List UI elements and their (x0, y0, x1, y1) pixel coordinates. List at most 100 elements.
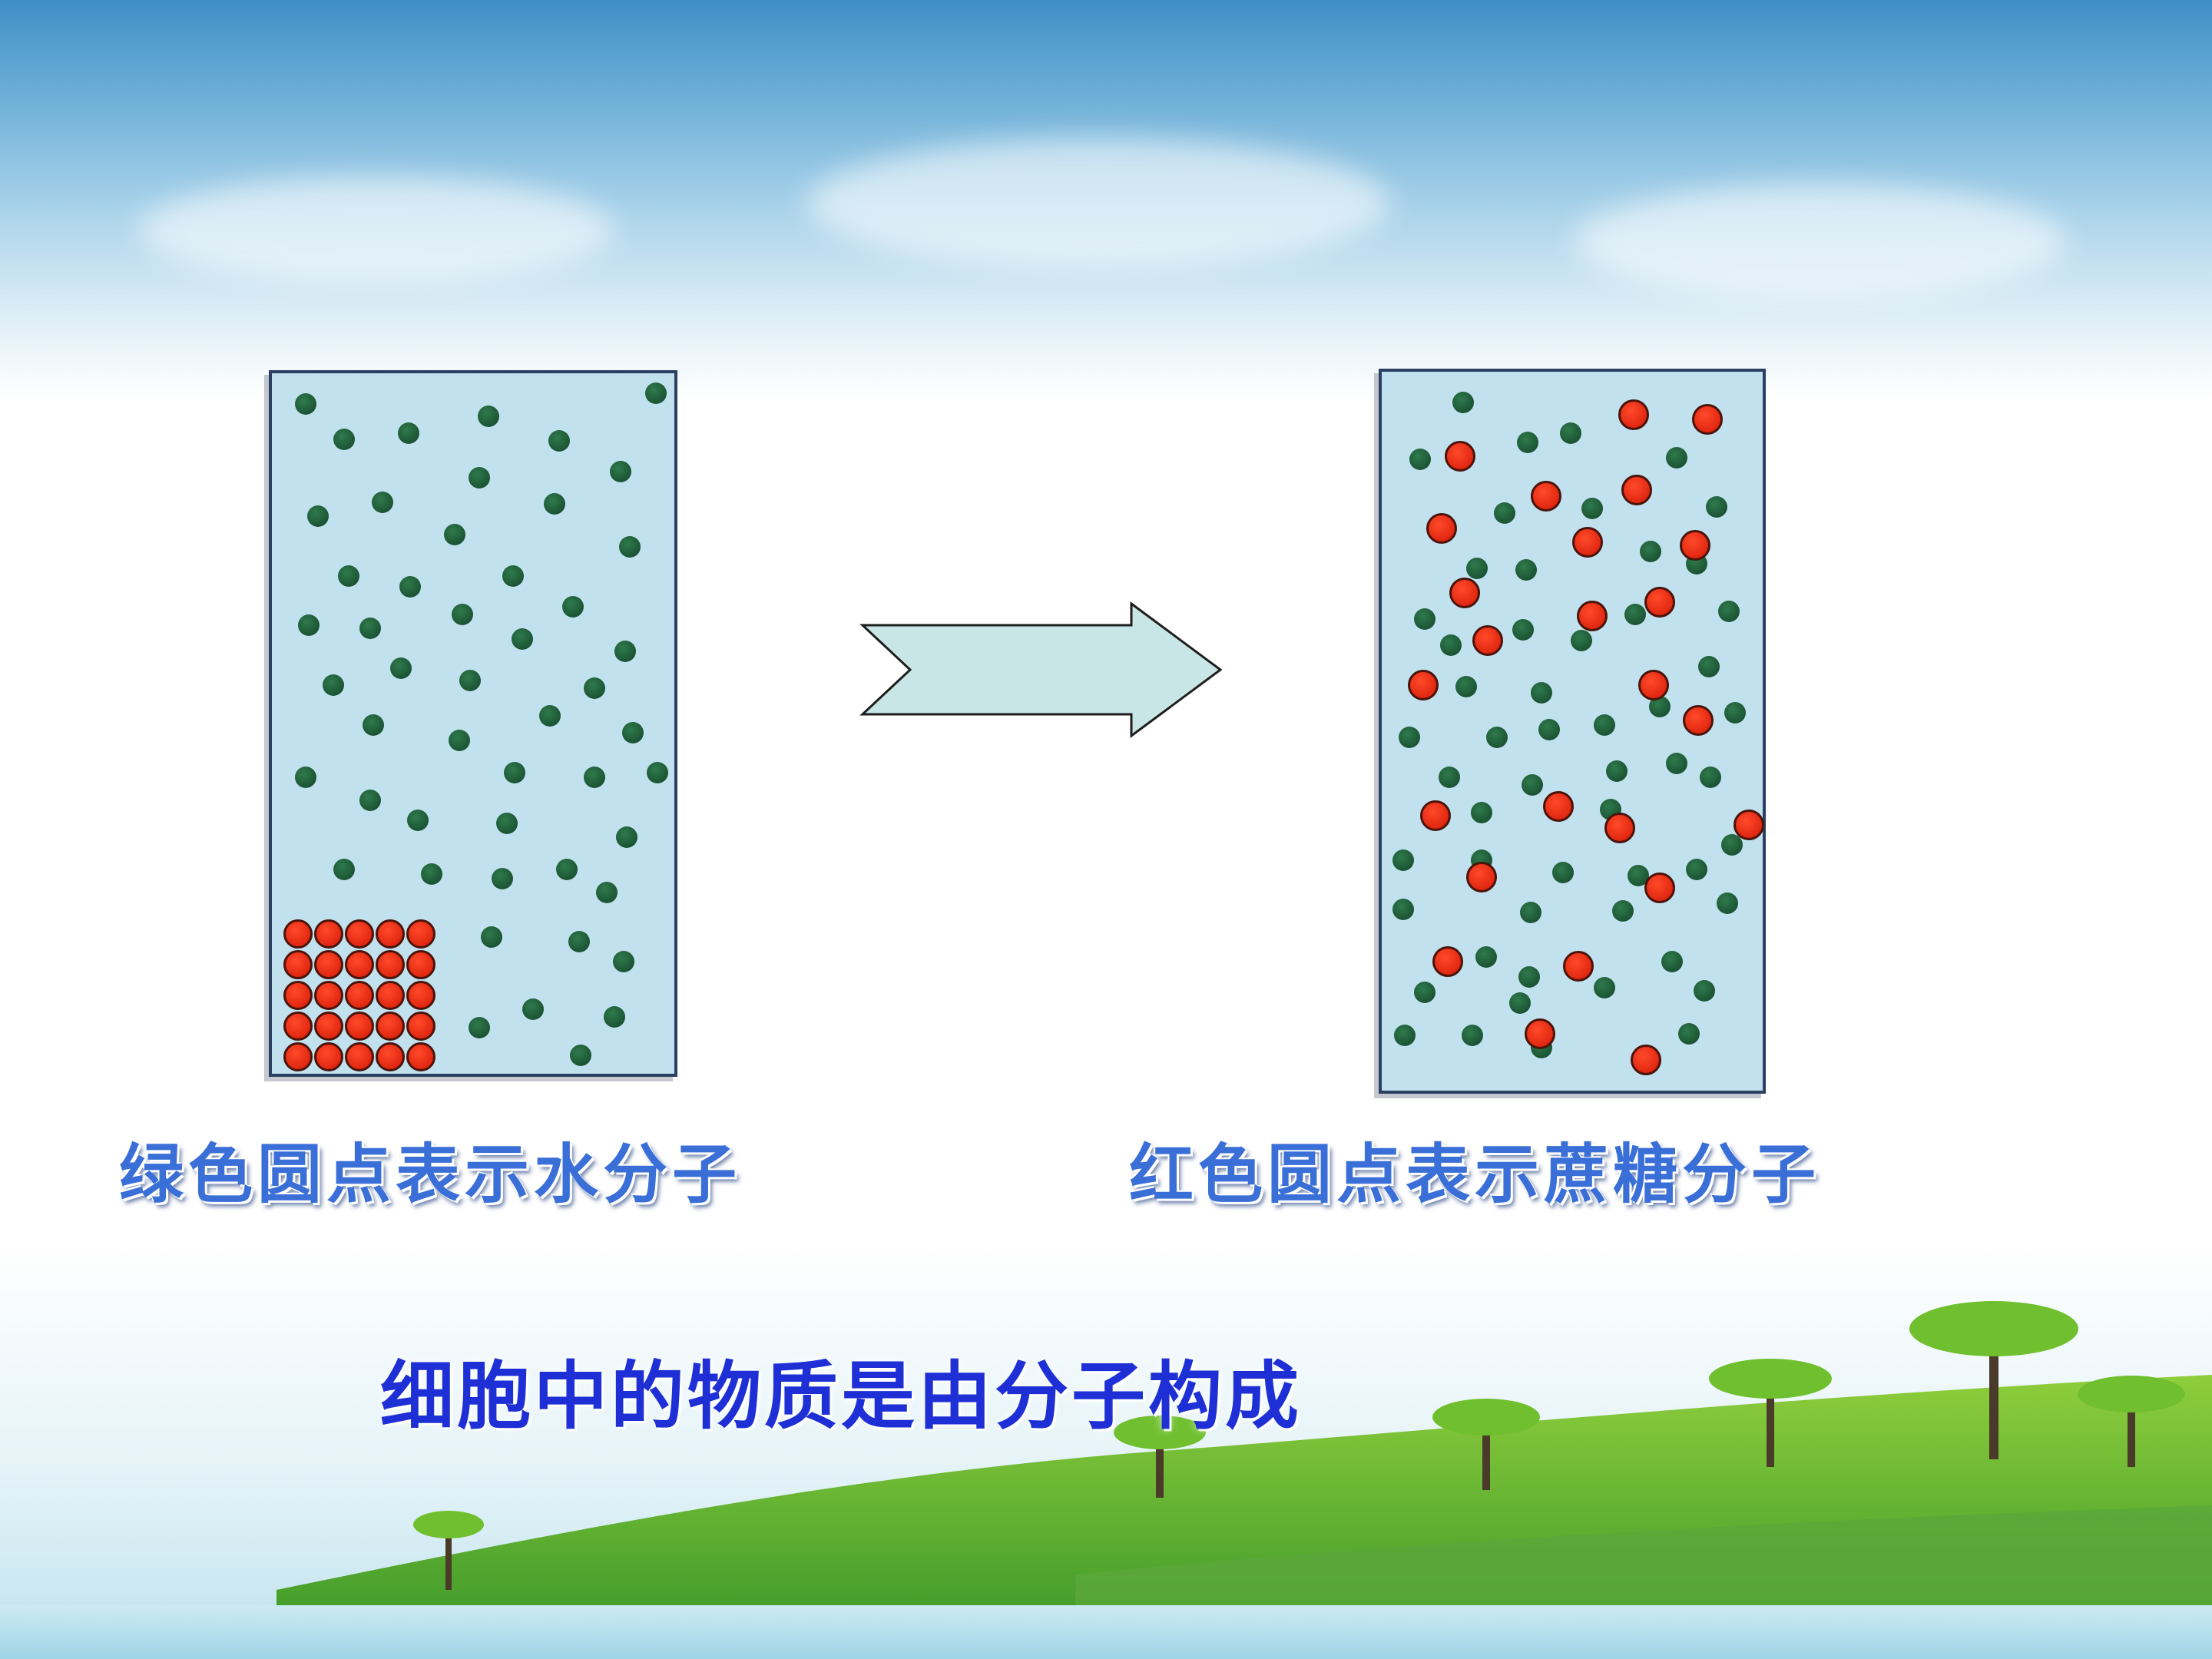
conclusion-text: 细胞中的物质是由分子构成 (380, 1353, 1302, 1439)
water-molecule (619, 536, 641, 558)
water-molecule (1452, 392, 1474, 413)
water-molecule (1594, 714, 1615, 736)
water-molecule (1700, 767, 1721, 788)
water-molecule (1494, 502, 1515, 524)
water-molecule (1515, 559, 1537, 581)
sugar-molecule (1683, 705, 1714, 736)
water-molecule (1678, 1023, 1700, 1045)
water-molecule (390, 657, 412, 679)
sugar-molecule (376, 919, 405, 949)
water-molecule (421, 863, 442, 885)
water-molecule (1698, 656, 1720, 677)
water-molecule (1718, 601, 1740, 622)
water-molecule (1571, 630, 1592, 651)
water-molecule (1686, 859, 1707, 880)
sugar-molecule (1621, 475, 1652, 505)
water-molecule (1520, 902, 1541, 923)
water-molecule (1624, 604, 1646, 625)
water-molecule (614, 641, 636, 662)
water-molecule (359, 790, 381, 811)
sugar-molecule (314, 950, 343, 979)
sugar-molecule (1531, 481, 1561, 512)
water-molecule (570, 1045, 591, 1066)
cloud (806, 138, 1390, 269)
water-molecule (1694, 980, 1715, 1002)
water-molecule (562, 596, 584, 618)
sugar-molecule (1466, 862, 1497, 892)
sugar-molecule (1638, 670, 1669, 700)
sugar-molecule (345, 950, 374, 979)
sugar-molecule (406, 1042, 435, 1071)
cloud (138, 177, 614, 284)
sugar-molecule (376, 1042, 405, 1071)
water-molecule (647, 762, 668, 783)
water-molecule (407, 810, 429, 831)
water-molecule (1394, 1025, 1416, 1046)
water-molecule (1552, 862, 1574, 883)
water-molecule (1486, 727, 1508, 748)
sugar-molecule (1445, 441, 1475, 472)
caption-water-molecules: 绿色圆点表示水分子 (119, 1137, 742, 1212)
water-molecule (1455, 676, 1477, 697)
water-molecule (372, 492, 393, 513)
sugar-molecule (1572, 527, 1603, 558)
water-molecule (1399, 727, 1420, 748)
panel-after-dissolving (1379, 369, 1766, 1094)
sugar-molecule (1426, 513, 1457, 544)
water-molecule (1518, 966, 1540, 988)
water-molecule (399, 576, 421, 598)
water-molecule (444, 524, 465, 545)
water-molecule (1409, 449, 1431, 470)
water-molecule (556, 859, 578, 880)
sugar-molecule (406, 981, 435, 1010)
water-molecule (1666, 753, 1687, 774)
water-molecule (1661, 951, 1683, 972)
water-molecule (298, 614, 320, 636)
water-molecule (1392, 849, 1414, 871)
water-molecule (1414, 982, 1435, 1003)
water-molecule (1471, 802, 1492, 823)
sugar-molecule (345, 1042, 374, 1071)
water-molecule (610, 461, 631, 482)
water-molecule (333, 859, 355, 880)
water-molecule (338, 565, 359, 587)
water-molecule (504, 762, 525, 783)
water-molecule (502, 565, 524, 587)
right-arrow-icon (859, 601, 1223, 738)
water-molecule (295, 393, 316, 415)
water-molecule (1721, 834, 1743, 856)
sugar-molecule (314, 1012, 343, 1041)
water-molecule (1517, 432, 1538, 453)
water-molecule (449, 730, 470, 751)
sugar-molecule (1577, 601, 1608, 631)
sugar-molecule (1734, 810, 1764, 840)
sugar-molecule (376, 1012, 405, 1041)
sugar-molecule (283, 1012, 313, 1041)
sugar-molecule (406, 950, 435, 979)
sugar-molecule (345, 981, 374, 1010)
water-molecule (1462, 1025, 1483, 1046)
water-molecule (568, 931, 590, 952)
sugar-molecule (1563, 951, 1594, 982)
water-molecule (1594, 977, 1615, 998)
sugar-molecule (376, 981, 405, 1010)
water-molecule (1640, 541, 1661, 562)
water-molecule (323, 674, 344, 696)
sugar-molecule (1680, 530, 1710, 561)
water-molecule (481, 926, 502, 948)
water-molecule (363, 714, 384, 736)
sugar-molecule (1432, 946, 1463, 977)
sky-background (0, 0, 2212, 399)
water-molecule (1440, 634, 1462, 656)
water-molecule (584, 677, 605, 699)
water-molecule (1706, 496, 1727, 518)
sugar-molecule (1472, 625, 1503, 656)
water-molecule (478, 406, 499, 427)
water-molecule (492, 868, 513, 889)
sugar-molecule (1692, 404, 1723, 435)
water-molecule (1512, 619, 1534, 641)
water-molecule (1531, 682, 1552, 704)
sugar-molecule (1644, 873, 1675, 903)
water-molecule (596, 882, 618, 903)
water-molecule (469, 1017, 490, 1038)
